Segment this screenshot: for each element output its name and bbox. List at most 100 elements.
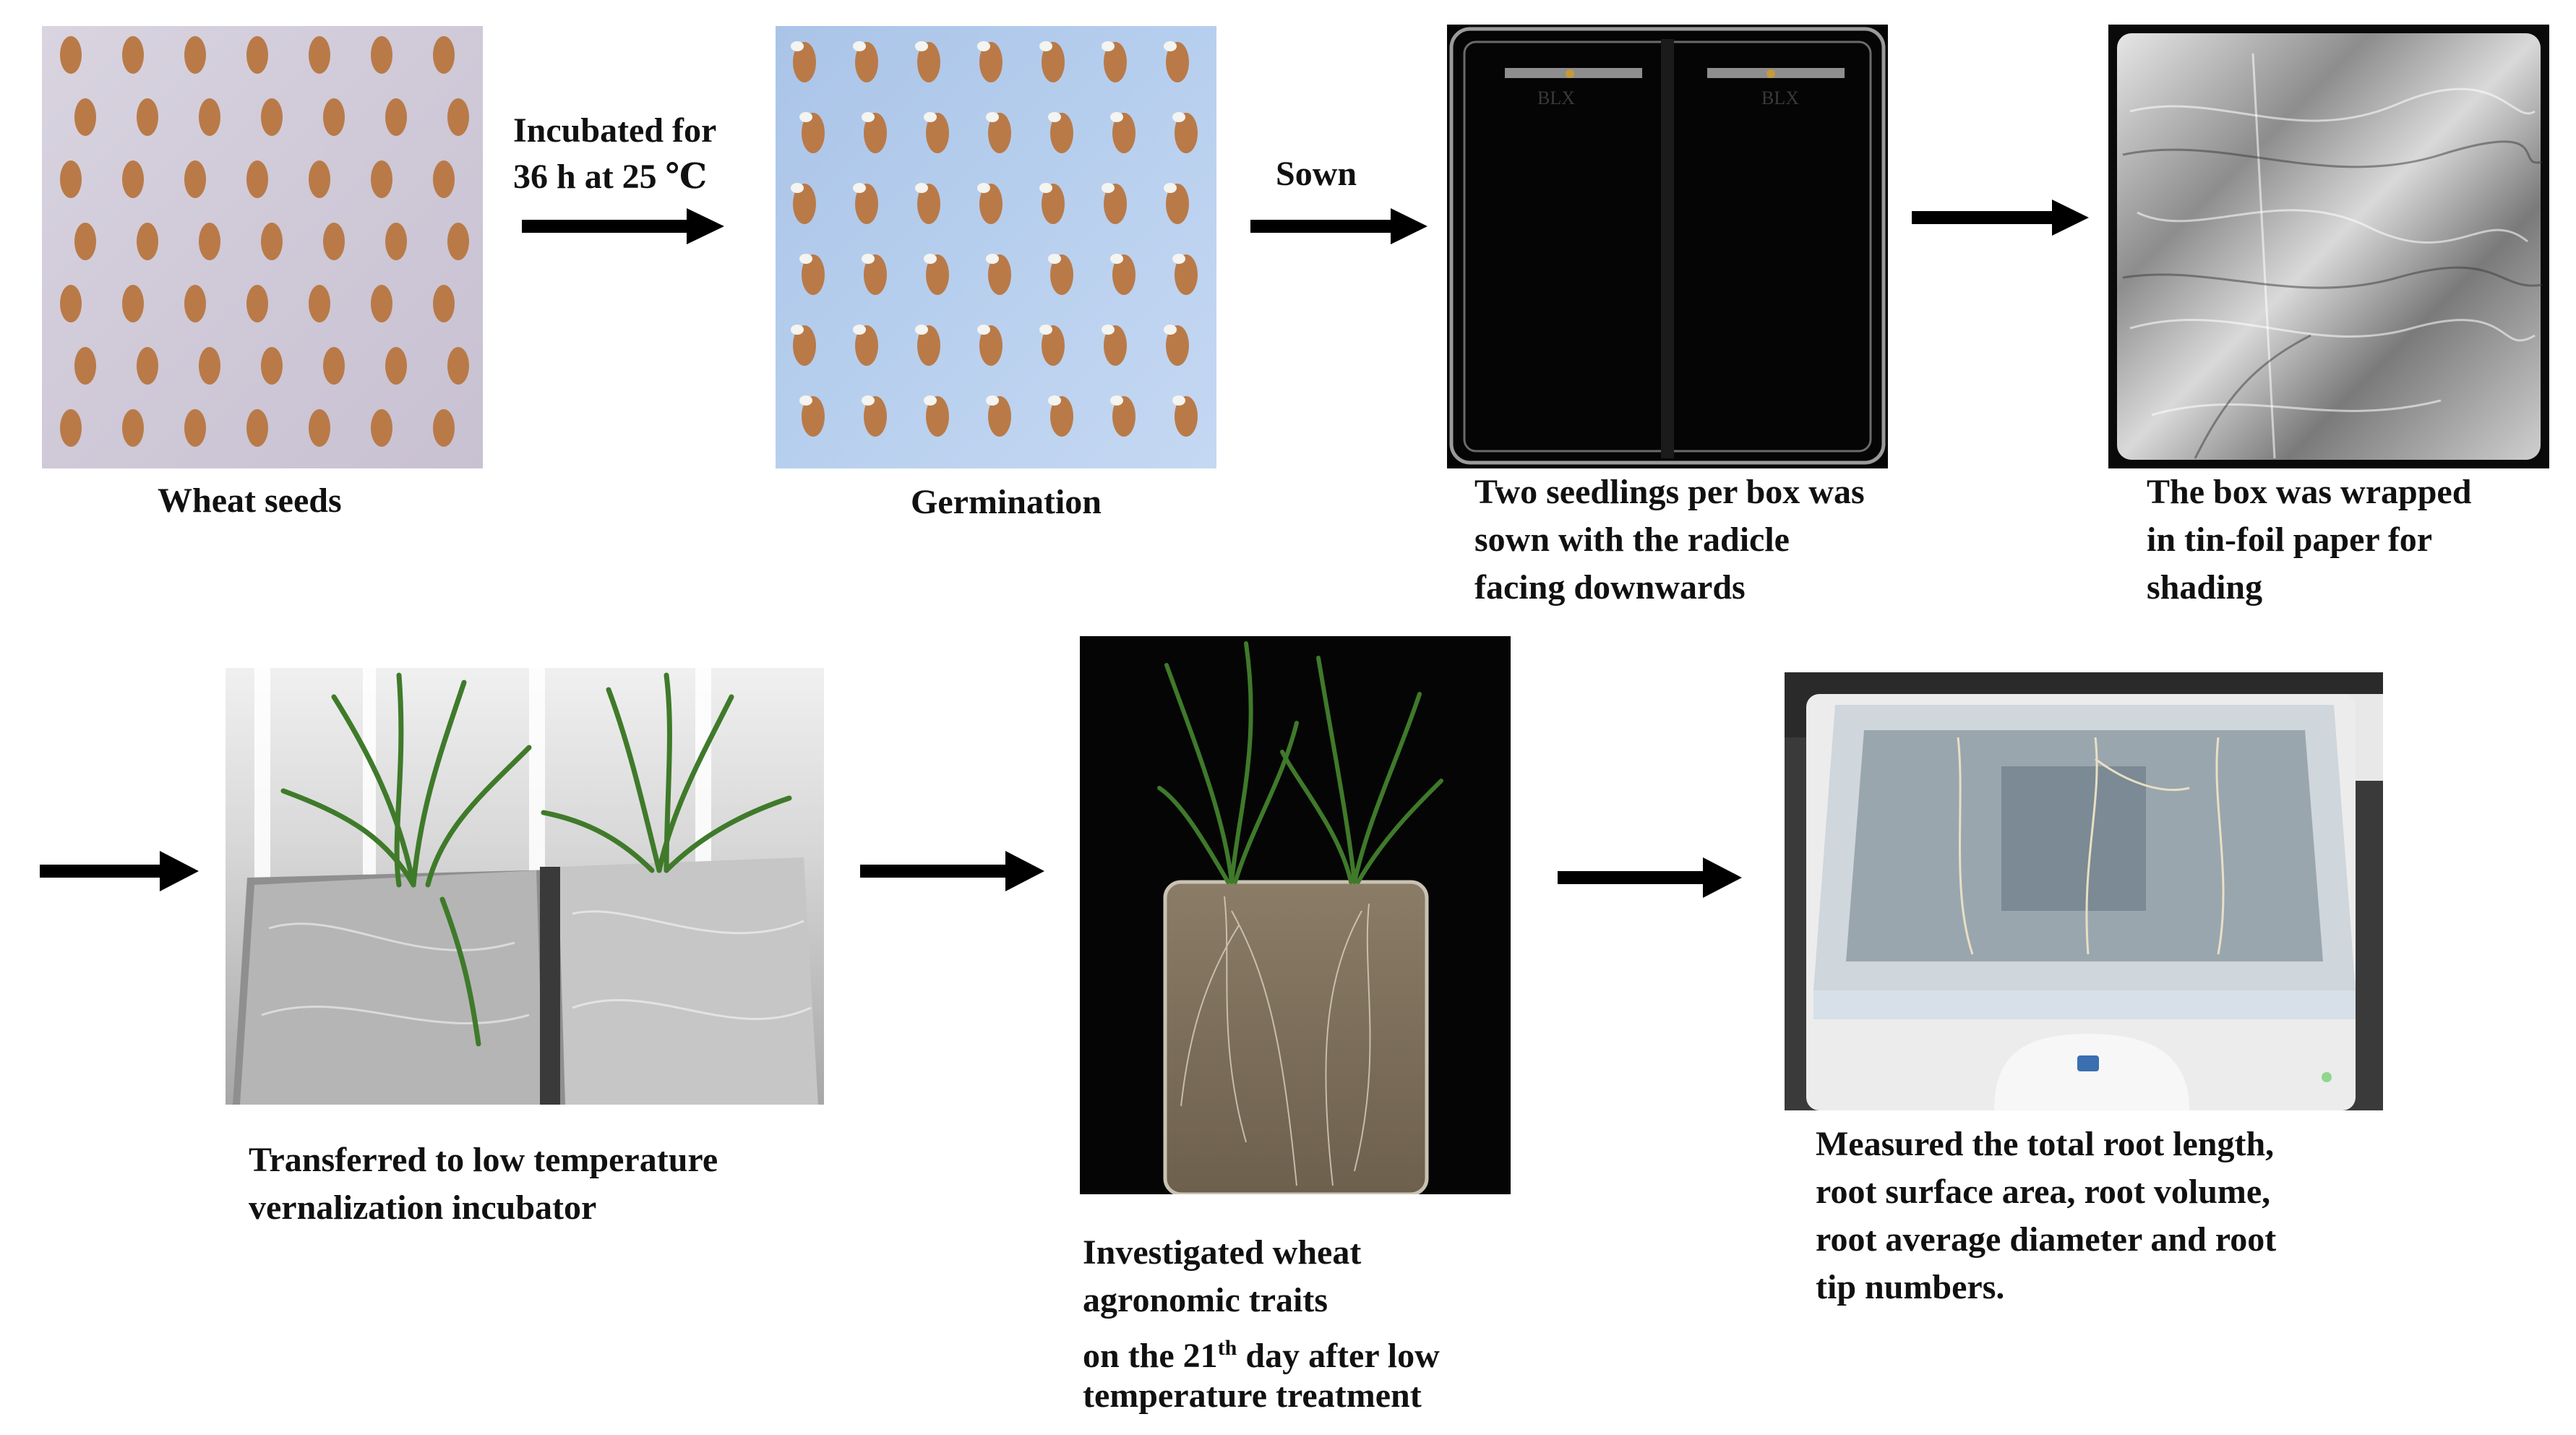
- seed: [199, 347, 220, 385]
- sprout-tip: [1110, 254, 1123, 264]
- seed: [447, 223, 469, 260]
- seed: [74, 347, 96, 385]
- germinated-seed: [988, 113, 1011, 153]
- seed: [74, 223, 96, 260]
- germinated-seed: [926, 396, 949, 437]
- caption-vernalization-line2: vernalization incubator: [249, 1188, 597, 1227]
- sprout-tip: [915, 183, 928, 193]
- root-scanner-photo: [1785, 672, 2383, 1110]
- germinated-seed: [988, 254, 1011, 295]
- seed: [261, 347, 283, 385]
- germinated-seed: [793, 325, 816, 366]
- germinated-seed: [1175, 113, 1198, 153]
- seed: [309, 160, 330, 198]
- sprout-tip: [977, 183, 990, 193]
- germinated-seed: [1112, 396, 1135, 437]
- germinated-seed: [855, 184, 878, 224]
- sprout-tip: [1102, 41, 1115, 51]
- germinated-seed: [979, 325, 1003, 366]
- caption-measurement-line4: tip numbers.: [1816, 1268, 2005, 1306]
- seed: [246, 36, 268, 74]
- seed: [385, 223, 407, 260]
- sprout-tip: [1110, 395, 1123, 406]
- germinated-seed: [1112, 254, 1135, 295]
- caption-investigation-line3-pre: on the 21: [1083, 1337, 1218, 1375]
- seed: [60, 409, 82, 447]
- germinated-seed: [917, 42, 940, 82]
- seed: [137, 98, 158, 136]
- seed: [261, 223, 283, 260]
- caption-sowing-line1: Two seedlings per box was: [1474, 473, 1865, 511]
- seed: [309, 409, 330, 447]
- seed: [199, 98, 220, 136]
- arrow-3: [1912, 200, 2089, 236]
- germinated-seed: [1050, 113, 1073, 153]
- germinated-seed: [855, 325, 878, 366]
- arrow-2: [1250, 208, 1427, 244]
- seed: [60, 36, 82, 74]
- incubation-label-line2: 36 h at 25 ℃: [513, 158, 708, 196]
- germinated-seed: [1175, 254, 1198, 295]
- caption-shading-line1: The box was wrapped: [2147, 473, 2472, 511]
- box-label-right: BLX: [1761, 87, 1799, 108]
- sprout-tip: [915, 325, 928, 335]
- vernalization-incubator-photo: [226, 668, 824, 1105]
- caption-investigation-line3: on the 21th day after low: [1083, 1324, 1440, 1380]
- sprout-tip: [977, 41, 990, 51]
- seed: [447, 347, 469, 385]
- seed: [122, 160, 144, 198]
- seed: [385, 347, 407, 385]
- germinated-seed: [1166, 42, 1189, 82]
- germinated-seed: [802, 113, 825, 153]
- seed: [122, 409, 144, 447]
- caption-investigation-line3-post: day after low: [1237, 1337, 1440, 1375]
- seed: [371, 36, 392, 74]
- germinated-seed: [1050, 396, 1073, 437]
- germinated-seed: [793, 184, 816, 224]
- caption-measurement-line1: Measured the total root length,: [1816, 1125, 2275, 1163]
- germinated-seed: [979, 184, 1003, 224]
- seed: [199, 223, 220, 260]
- sprout-tip: [1172, 112, 1185, 122]
- arrow-6: [1558, 857, 1742, 898]
- germinated-seed: [802, 254, 825, 295]
- caption-investigation-line2: agronomic traits: [1083, 1281, 1328, 1319]
- caption-wheat-seeds: Wheat seeds: [158, 481, 342, 520]
- sprout-tip: [799, 395, 812, 406]
- seed: [122, 285, 144, 322]
- sprout-tip: [799, 112, 812, 122]
- germinated-seed: [793, 42, 816, 82]
- caption-shading-line3: shading: [2147, 568, 2263, 607]
- caption-germination: Germination: [911, 483, 1102, 521]
- seed: [246, 409, 268, 447]
- seed: [433, 160, 455, 198]
- seed-grid: [60, 36, 469, 447]
- germinated-seed: [864, 113, 887, 153]
- germinated-seed: [855, 42, 878, 82]
- seed: [261, 98, 283, 136]
- sprout-tip: [1172, 254, 1185, 264]
- sprout-tip: [1048, 254, 1061, 264]
- sprout-tip: [1164, 325, 1177, 335]
- germinated-seed: [1166, 184, 1189, 224]
- seed: [184, 409, 206, 447]
- sprout-tip: [915, 41, 928, 51]
- sprout-tip: [1164, 183, 1177, 193]
- germinated-seed: [1104, 184, 1127, 224]
- seed: [433, 285, 455, 322]
- caption-investigation-line4: temperature treatment: [1083, 1376, 1422, 1415]
- germinated-seed: [917, 184, 940, 224]
- seed: [371, 409, 392, 447]
- seed: [122, 36, 144, 74]
- sprout-tip: [986, 254, 999, 264]
- sprout-tip: [791, 325, 804, 335]
- seed: [60, 285, 82, 322]
- germinated-seed: [926, 113, 949, 153]
- sown-label: Sown: [1276, 155, 1357, 193]
- germinated-seed: [1112, 113, 1135, 153]
- caption-investigation-line1: Investigated wheat: [1083, 1233, 1362, 1272]
- germination-photo: [776, 26, 1216, 468]
- sprout-tip: [1102, 325, 1115, 335]
- sprout-tip: [924, 254, 937, 264]
- empty-box-photo: BLX BLX: [1447, 25, 1888, 468]
